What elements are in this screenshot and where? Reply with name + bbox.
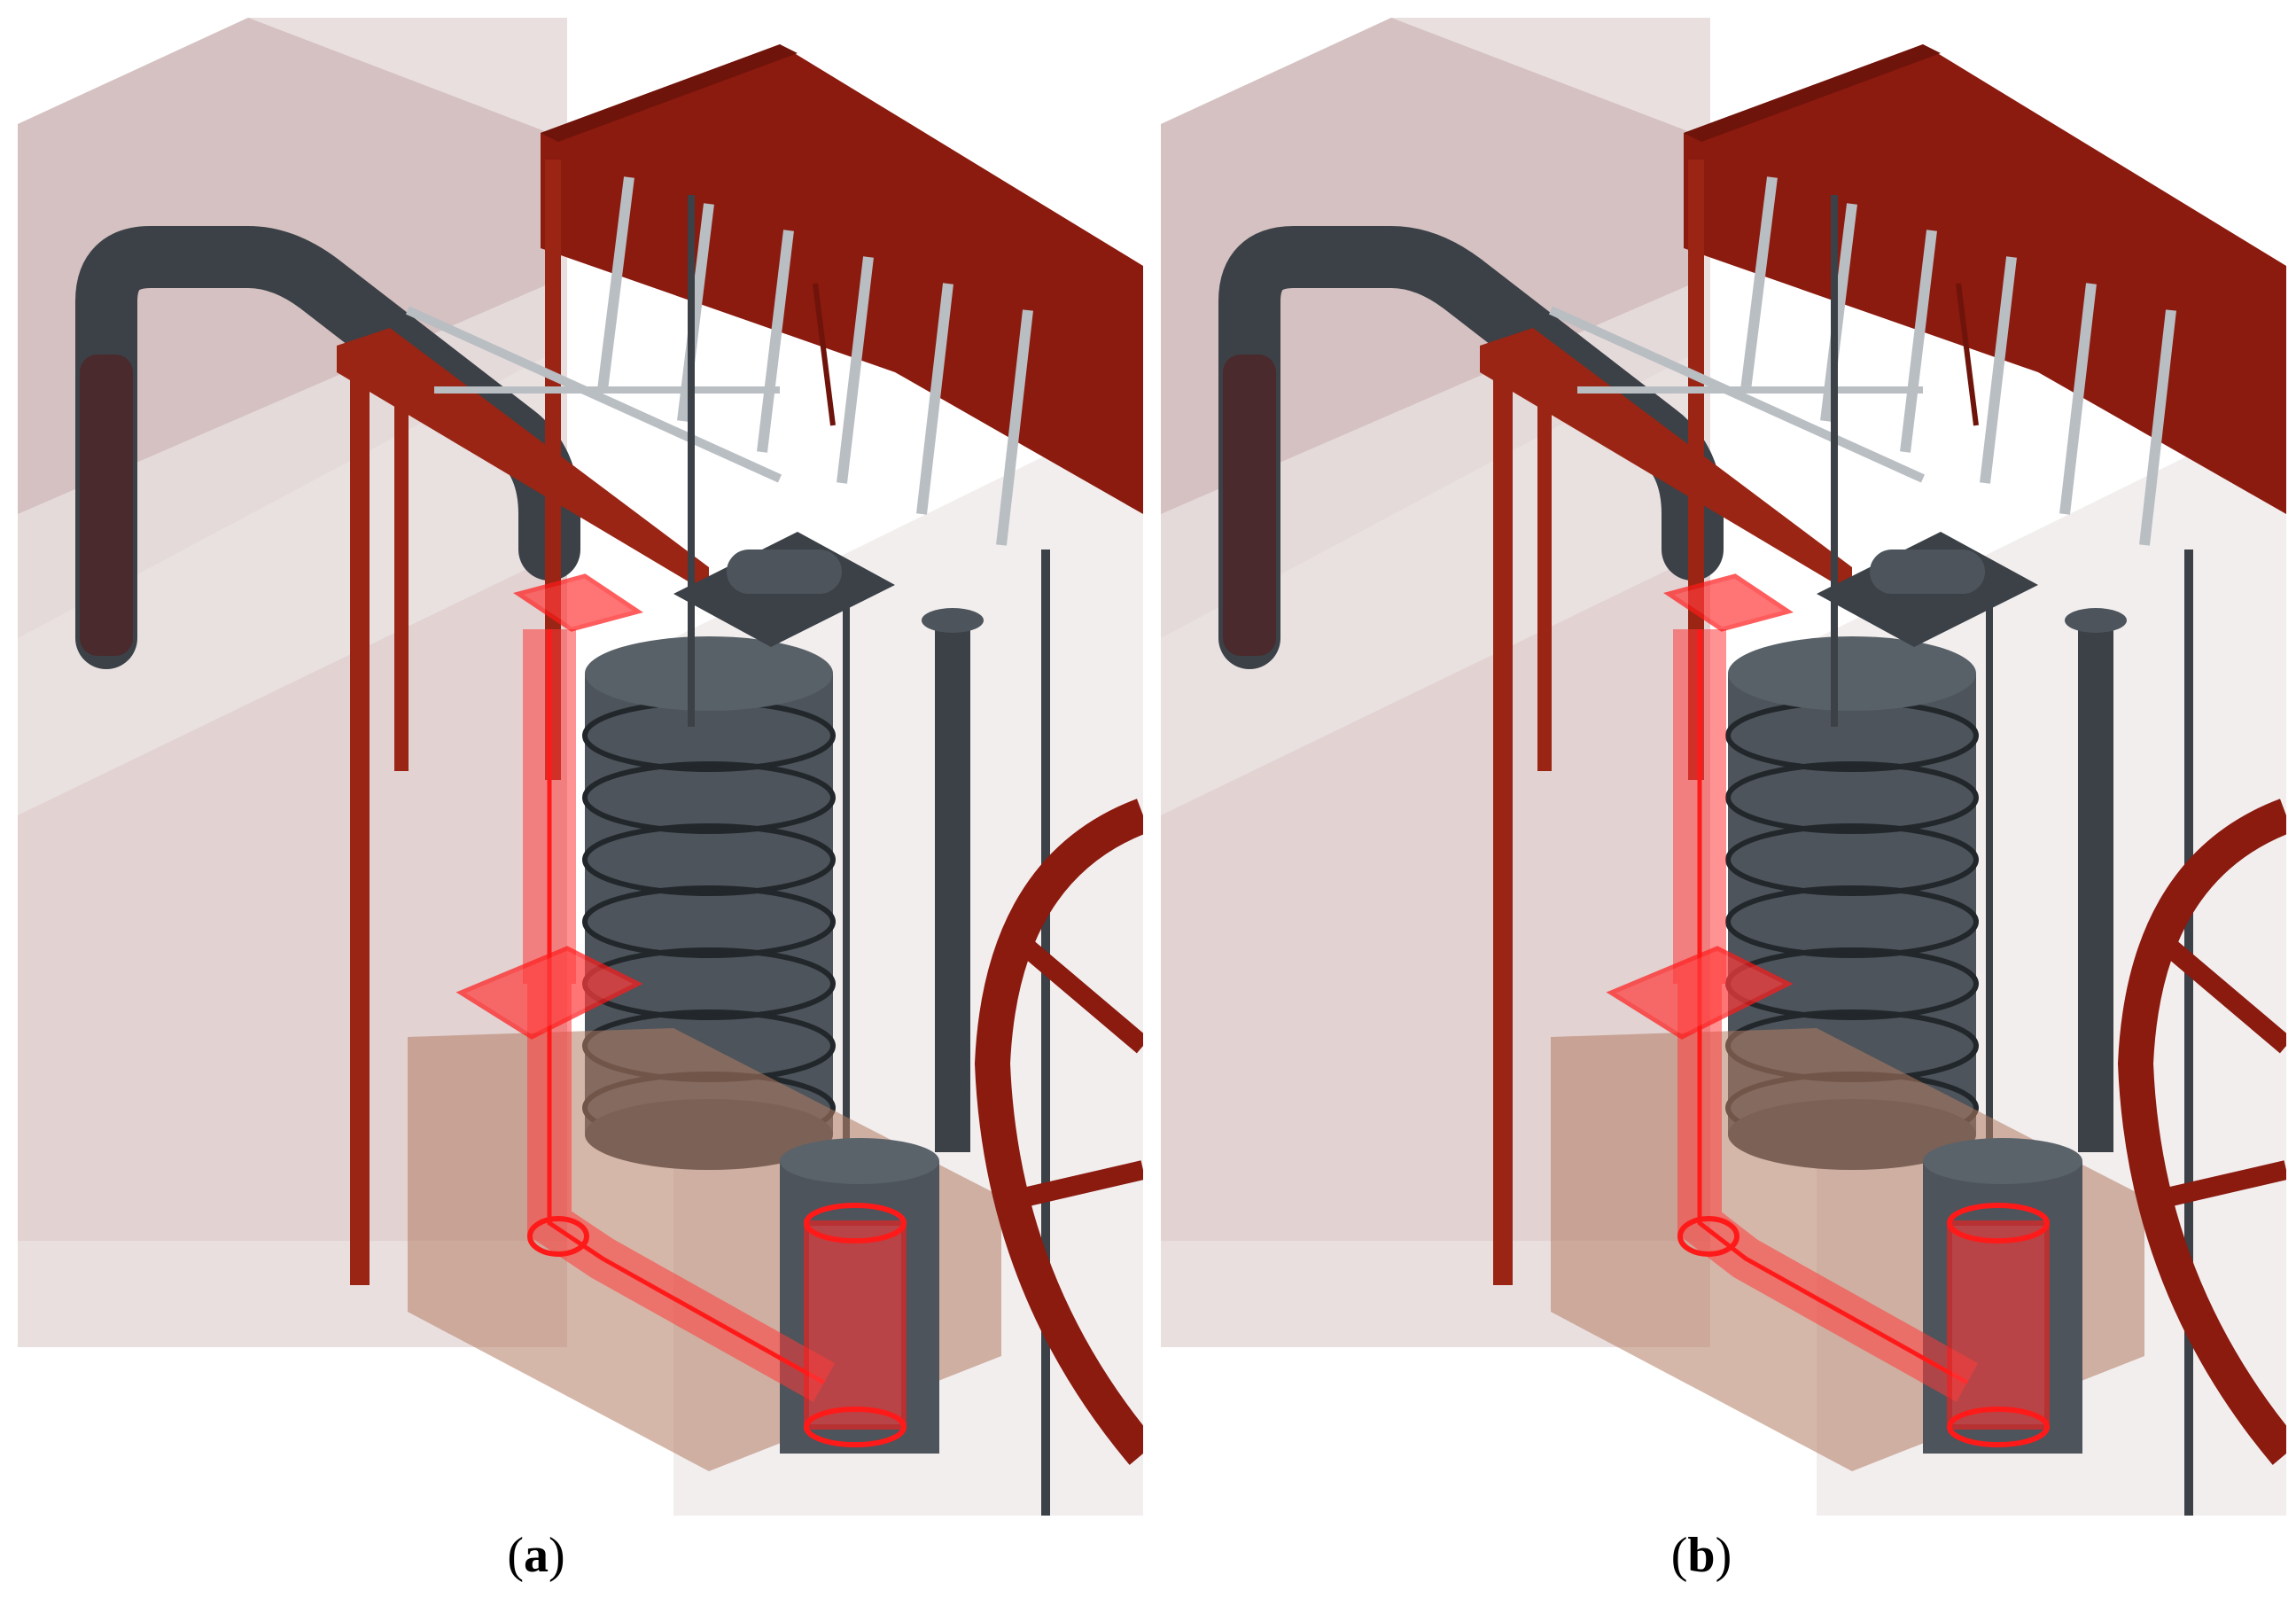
valve-rod xyxy=(916,283,953,515)
flywheel-rim xyxy=(974,799,1143,1465)
beam-joint xyxy=(813,283,836,426)
pump-barrel-top xyxy=(780,1138,939,1184)
caption-a: (a) xyxy=(507,1528,565,1583)
panel-b-render xyxy=(1161,18,2286,1516)
valve-rod xyxy=(996,309,1033,546)
weight-stack-top xyxy=(585,636,833,711)
valve-rod xyxy=(757,230,794,453)
link-rod xyxy=(1548,306,1926,483)
valve-rod xyxy=(2139,309,2176,546)
flywheel-spoke xyxy=(2164,940,2286,1054)
beam-top-edge xyxy=(1684,44,1941,142)
valve-rod xyxy=(837,256,874,484)
highlight-outline xyxy=(547,629,826,1385)
highlight-outline xyxy=(1697,629,1969,1385)
highlight-cylinder-bottom xyxy=(804,1407,907,1447)
standpipe-top xyxy=(2065,608,2127,633)
panel-b-illustration xyxy=(1161,18,2286,1516)
highlight-pump-cylinder xyxy=(804,1220,907,1430)
valve-rod xyxy=(1820,203,1857,422)
highlight-pump-cylinder xyxy=(1947,1220,2050,1430)
frame-column-inner xyxy=(1537,399,1552,771)
valve-rod xyxy=(2059,283,2097,515)
highlight-elbow xyxy=(1677,1216,1740,1257)
weight-disc xyxy=(1725,823,1979,896)
frame-rail xyxy=(337,328,709,594)
flywheel-rim xyxy=(2117,799,2286,1465)
valve-rod xyxy=(597,176,634,391)
valve-rod xyxy=(1980,256,2017,484)
pipe-lagging xyxy=(80,355,133,656)
frame-column-mid xyxy=(1688,160,1704,780)
flywheel-spoke xyxy=(1025,1160,1143,1206)
frame-column-left xyxy=(1493,355,1513,1285)
crosshead-roller xyxy=(727,550,842,594)
highlight-elbow xyxy=(527,1216,589,1257)
valve-rod xyxy=(1740,176,1778,391)
weight-disc xyxy=(582,761,836,834)
panel-a-illustration xyxy=(18,18,1143,1516)
beam-top-edge xyxy=(541,44,798,142)
caption-b-letter: b xyxy=(1687,1528,1716,1583)
weight-disc xyxy=(582,823,836,896)
highlight-valve-upper xyxy=(1663,573,1794,632)
caption-b: (b) xyxy=(1670,1528,1732,1583)
highlight-cylinder-bottom xyxy=(1947,1407,2050,1447)
panel-a-render xyxy=(18,18,1143,1516)
flywheel-spoke xyxy=(1021,940,1143,1054)
valve-rod xyxy=(677,203,714,422)
frame-column-inner xyxy=(394,399,409,771)
highlight-valve-lower xyxy=(1606,946,1794,1040)
link-rod xyxy=(405,306,782,483)
flywheel-spoke xyxy=(2168,1160,2286,1206)
valve-rod xyxy=(1900,230,1937,453)
weight-disc xyxy=(582,885,836,958)
engine-scene-b xyxy=(1161,18,2286,1516)
frame-column-left xyxy=(350,355,370,1285)
weight-stack-top xyxy=(1728,636,1976,711)
pipe-lagging xyxy=(1223,355,1276,656)
beam-joint xyxy=(1956,283,1979,426)
highlight-cylinder-top xyxy=(804,1203,907,1243)
engine-scene-a xyxy=(18,18,1143,1516)
crosshead-roller xyxy=(1870,550,1985,594)
caption-a-letter: a xyxy=(524,1528,549,1583)
highlight-cylinder-top xyxy=(1947,1203,2050,1243)
frame-rail xyxy=(1480,328,1852,594)
highlight-valve-upper xyxy=(513,573,643,632)
overhead-beam xyxy=(1684,44,2286,514)
standpipe xyxy=(2078,620,2113,1152)
overhead-beam xyxy=(541,44,1143,514)
weight-disc xyxy=(1725,885,1979,958)
pump-barrel-top xyxy=(1923,1138,2082,1184)
weight-disc xyxy=(1725,761,1979,834)
frame-column-mid xyxy=(545,160,561,780)
standpipe-top xyxy=(922,608,984,633)
highlight-valve-lower xyxy=(455,946,643,1040)
standpipe xyxy=(935,620,970,1152)
